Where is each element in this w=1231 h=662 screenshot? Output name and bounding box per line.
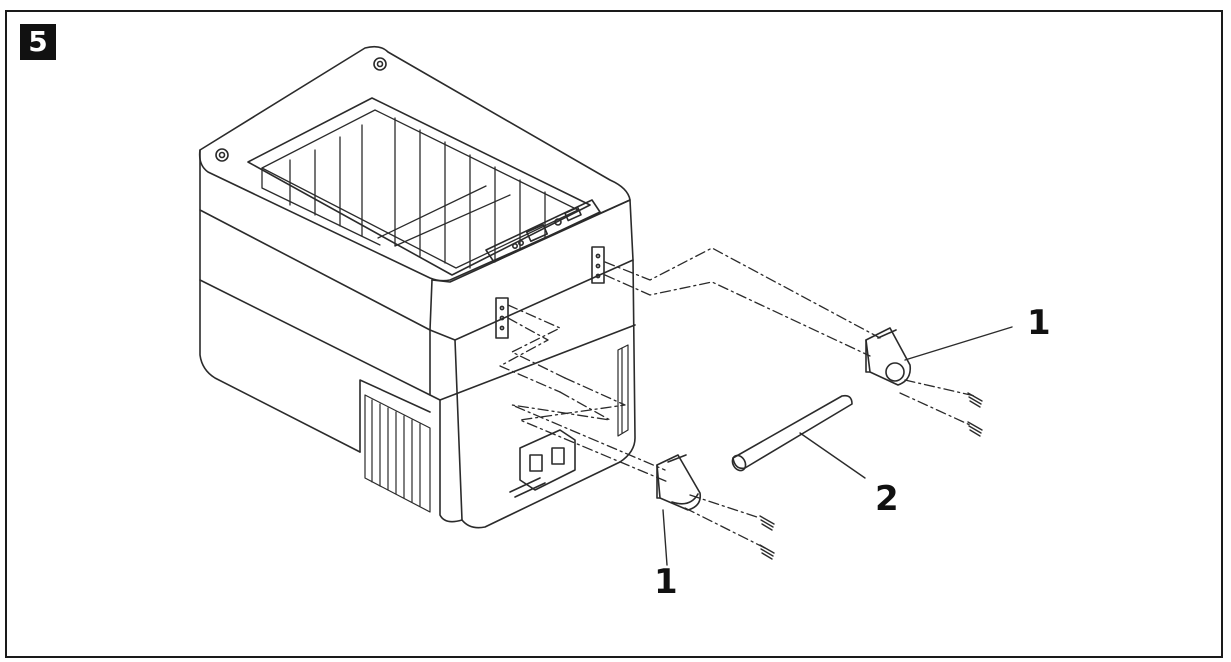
control-panel [485, 199, 601, 263]
handle-bracket-bottom [656, 454, 702, 511]
screw-icon [759, 515, 775, 531]
callout-label-bracket: 1 [654, 562, 678, 602]
hinge-top [373, 57, 387, 71]
screw-icon [967, 421, 983, 437]
mounting-slots [495, 246, 605, 339]
assembly-guide-lines [499, 247, 976, 549]
screw-icon [759, 544, 775, 560]
vent-grille-right [617, 344, 629, 437]
handle-bar [731, 394, 853, 472]
screws [759, 392, 983, 560]
leader-lines [662, 326, 1013, 566]
vent-grille-left [364, 394, 431, 513]
cooler-opening [247, 97, 591, 276]
hinge-left [215, 148, 229, 162]
figure-frame [5, 10, 1223, 658]
callout-label-handle-bar: 2 [875, 479, 899, 519]
screw-icon [967, 392, 983, 408]
cooler-box [198, 45, 636, 529]
cooler-lid-rim [198, 45, 631, 282]
step-number-badge: 5 [20, 24, 56, 60]
handle-bracket-right [865, 327, 912, 386]
callout-label-bracket: 1 [1027, 303, 1051, 343]
power-sockets [509, 429, 576, 498]
